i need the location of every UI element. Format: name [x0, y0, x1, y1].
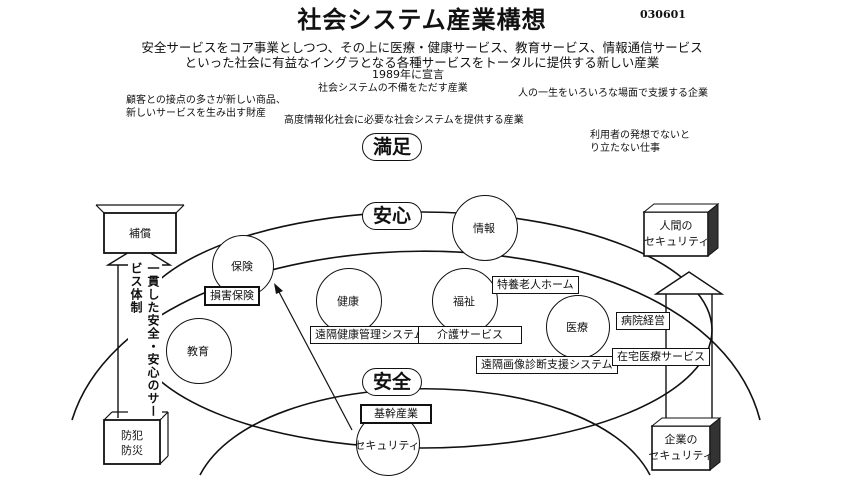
level-safety: 安全: [362, 368, 423, 396]
level-peace-of-mind: 安心: [362, 202, 423, 230]
year-note: 1989年に宣言: [372, 68, 444, 81]
circle-health-label: 健康: [337, 295, 359, 308]
circle-health: [316, 268, 382, 334]
note-advanced-info: 高度情報化社会に必要な社会システムを提供する産業: [284, 115, 524, 126]
doc-number: 030601: [640, 8, 686, 21]
note-user-idea-line-1: 利用者の発想でないと: [590, 130, 690, 141]
side-crime-prevention-line-1: 防犯: [121, 429, 143, 442]
circle-insurance-label: 保険: [231, 260, 253, 273]
circle-welfare-label: 福祉: [453, 295, 475, 308]
inner-arc: [199, 388, 651, 476]
level-satisfaction: 満足: [362, 133, 423, 161]
circle-security-label: セキュリティ: [354, 439, 420, 452]
box-hospital-management: 病院経営: [616, 312, 670, 330]
security-to-insurance-arrow: [277, 289, 353, 431]
box-care-service: 介護サービス: [418, 326, 522, 344]
side-crime-prevention-line-2: 防災: [121, 444, 143, 457]
side-corporate-security-line-1: 企業の: [664, 433, 698, 446]
box-nursing-home: 特養老人ホーム: [492, 276, 579, 294]
note-user-idea-line-2: り立たない仕事: [590, 143, 660, 154]
note-inconvenience: 社会システムの不備をただす産業: [318, 83, 468, 94]
box-core-industry: 基幹産業: [360, 404, 432, 424]
box-damage-insurance: 損害保険: [204, 286, 260, 306]
box-remote-health: 遠隔健康管理システム: [310, 326, 430, 344]
side-corporate-security-line-2: セキュリティ: [648, 449, 714, 462]
side-compensation: 補償: [129, 227, 151, 240]
side-human-security-line-2: セキュリティ: [644, 235, 710, 248]
side-human-security-line-1: 人間の: [659, 219, 693, 232]
note-contact-line-2: 新しいサービスを生み出す財産: [126, 108, 266, 119]
corporate-security-cube: [651, 425, 711, 471]
circle-education: [166, 318, 232, 384]
right-arrow-head: [653, 271, 725, 295]
side-consistent-system: 一貫した安全・安心のサービス体制: [128, 262, 162, 418]
page-title: 社会システム産業構想: [297, 6, 547, 34]
circle-medical-label: 医療: [566, 321, 588, 334]
subtitle-line-1: 安全サービスをコア事業としつつ、その上に医療・健康サービス、教育サービス、情報通…: [141, 40, 703, 55]
security-to-insurance-arrowhead: [274, 283, 283, 294]
note-lifetime: 人の一生をいろいろな場面で支援する企業: [518, 88, 708, 99]
box-remote-imaging: 遠隔画像診断支援システム: [476, 356, 618, 374]
subtitle-line-2: といった社会に有益なイングラとなる各種サービスをトータルに提供する新しい産業: [184, 55, 660, 70]
circle-information-label: 情報: [473, 222, 495, 235]
box-home-medical: 在宅医療サービス: [612, 348, 710, 366]
compensation-cube: [103, 212, 177, 254]
circle-information: [452, 195, 518, 261]
note-contact-line-1: 顧客との接点の多さが新しい商品、: [126, 95, 286, 106]
human-security-cube: [643, 211, 709, 257]
circle-education-label: 教育: [187, 345, 209, 358]
crime-prevention-cube: [103, 419, 161, 465]
